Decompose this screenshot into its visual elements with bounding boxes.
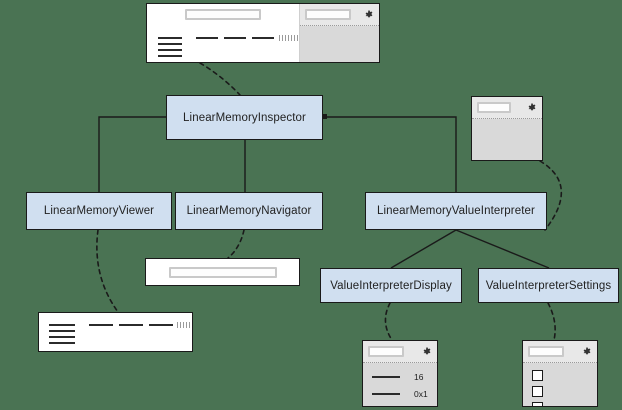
interpreter-input[interactable] bbox=[477, 102, 511, 113]
display-value-row: 0x1 bbox=[363, 389, 437, 399]
interpreter-mockup bbox=[471, 96, 543, 161]
display-mockup-toolbar bbox=[363, 341, 437, 363]
node-label: LinearMemoryValueInterpreter bbox=[377, 205, 535, 217]
interpreter-mockup-toolbar bbox=[472, 97, 542, 119]
gear-icon[interactable] bbox=[527, 103, 537, 113]
value-input[interactable] bbox=[305, 9, 351, 20]
edge-interpreter-mockup bbox=[539, 160, 563, 231]
node-linear-memory-viewer[interactable]: LinearMemoryViewer bbox=[26, 192, 172, 230]
node-label: ValueInterpreterDisplay bbox=[330, 279, 452, 292]
viewer-mockup bbox=[38, 312, 193, 352]
edge-settings-mockup bbox=[547, 302, 556, 341]
edge-navigator-mockup bbox=[227, 229, 245, 259]
settings-checkbox[interactable] bbox=[532, 402, 543, 406]
edge-viewer-mockup bbox=[96, 229, 119, 313]
settings-mockup-toolbar bbox=[523, 341, 597, 363]
display-mockup-values: 16 0x1 bbox=[363, 363, 437, 399]
display-mockup: 16 0x1 bbox=[362, 340, 438, 407]
gear-icon[interactable] bbox=[422, 347, 432, 357]
gear-icon[interactable] bbox=[582, 347, 592, 357]
gear-icon[interactable] bbox=[364, 10, 374, 20]
edge-interpreter-display bbox=[390, 229, 457, 269]
navigator-address-input[interactable] bbox=[168, 266, 277, 278]
value-text: 0x1 bbox=[414, 389, 428, 399]
settings-checkbox[interactable] bbox=[532, 386, 543, 397]
display-value-row: 16 bbox=[363, 372, 437, 382]
navigator-mockup-toolbar bbox=[146, 259, 299, 285]
edge-inspector-interpreter bbox=[323, 116, 457, 192]
node-value-interpreter-settings[interactable]: ValueInterpreterSettings bbox=[478, 268, 619, 303]
interpreter-mockup-panel bbox=[472, 119, 542, 160]
edge-inspector-viewer bbox=[98, 116, 166, 192]
node-label: LinearMemoryNavigator bbox=[186, 205, 312, 217]
address-input[interactable] bbox=[185, 8, 261, 20]
settings-mockup bbox=[522, 340, 598, 407]
value-text: 16 bbox=[414, 372, 424, 382]
node-linear-memory-navigator[interactable]: LinearMemoryNavigator bbox=[175, 192, 323, 230]
node-label: LinearMemoryViewer bbox=[43, 205, 155, 217]
edge-interpreter-settings bbox=[455, 229, 550, 269]
value-label-line bbox=[372, 376, 400, 378]
settings-input[interactable] bbox=[528, 346, 564, 357]
settings-mockup-checkbox-list bbox=[523, 363, 597, 406]
navigator-mockup bbox=[145, 258, 300, 286]
settings-checkbox[interactable] bbox=[532, 370, 543, 381]
edge-inspector-mockup bbox=[199, 62, 241, 96]
inspector-mockup-settings-bar bbox=[300, 4, 379, 26]
edge-display-mockup bbox=[384, 302, 393, 341]
node-label: ValueInterpreterSettings bbox=[485, 279, 612, 292]
inspector-mockup bbox=[146, 3, 380, 63]
viewer-mockup-memory-area bbox=[39, 313, 192, 351]
node-linear-memory-inspector[interactable]: LinearMemoryInspector bbox=[166, 95, 323, 140]
inspector-mockup-toolbar bbox=[147, 4, 299, 24]
inspector-mockup-memory-area bbox=[147, 24, 307, 62]
node-label: LinearMemoryInspector bbox=[183, 111, 306, 124]
display-input[interactable] bbox=[368, 346, 404, 357]
node-value-interpreter-display[interactable]: ValueInterpreterDisplay bbox=[320, 268, 462, 303]
node-linear-memory-value-interpreter[interactable]: LinearMemoryValueInterpreter bbox=[365, 192, 547, 230]
value-label-line bbox=[372, 393, 400, 395]
